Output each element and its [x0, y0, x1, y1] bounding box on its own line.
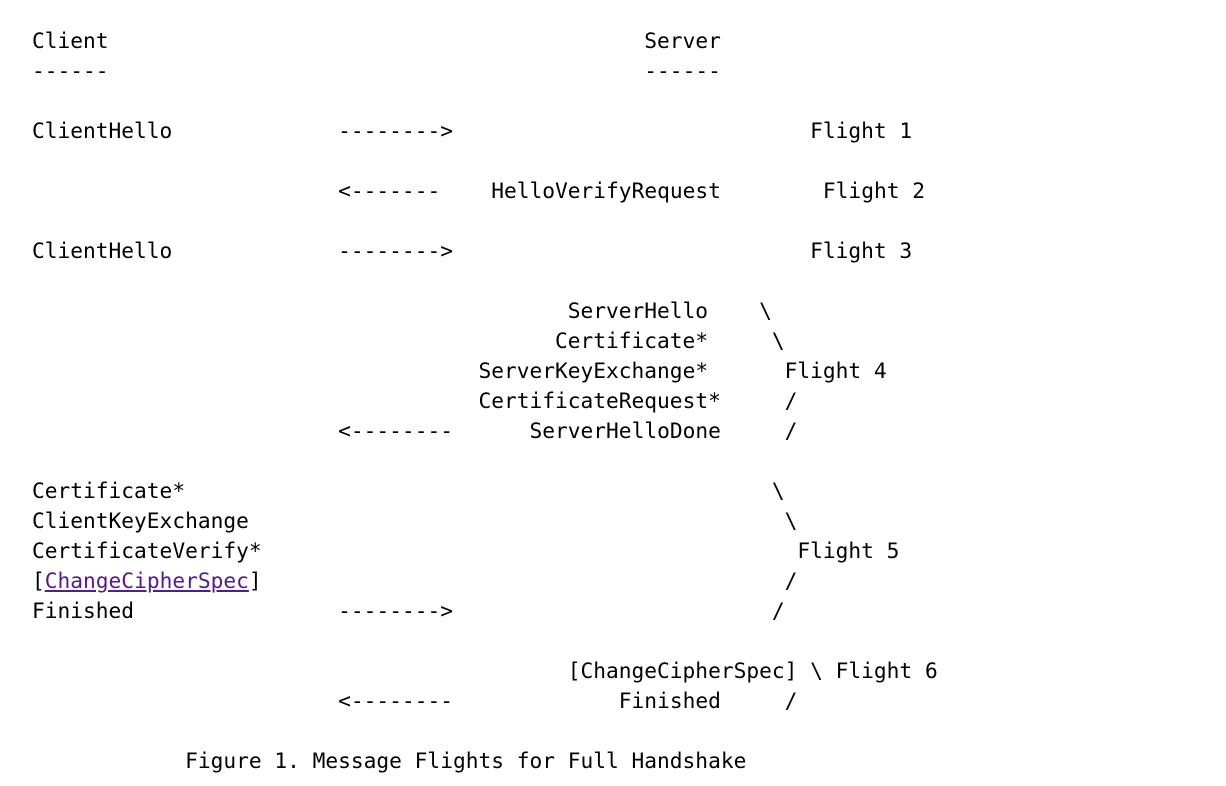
flight5-brace-4: / [771, 598, 785, 623]
flight1-arrow: --------> [338, 118, 453, 143]
flight5-message-4: [ChangeCipherSpec] [32, 568, 262, 593]
flight3-message: ClientHello [32, 238, 173, 263]
flight4-brace-1: \ [759, 298, 772, 323]
flight3-arrow: --------> [338, 238, 453, 263]
flight1-message: ClientHello [32, 118, 173, 143]
flight6-brace-1: \ [810, 658, 823, 683]
flight5-message-3: CertificateVerify* [32, 538, 262, 563]
flight6-message-2: Finished [618, 688, 721, 713]
flight4-message-1: ServerHello [567, 298, 709, 323]
server-header: Server [644, 28, 721, 53]
flight4-message-3: ServerKeyExchange* [478, 358, 709, 383]
client-header-rule: ------ [32, 58, 109, 83]
flight6-label: Flight 6 [835, 658, 938, 683]
change-cipher-spec-link[interactable]: ChangeCipherSpec [44, 568, 249, 593]
flight4-brace-3: / [784, 388, 798, 413]
flight4-arrow: <-------- [338, 418, 453, 443]
flight4-brace-2: \ [771, 328, 785, 353]
flight1-label: Flight 1 [810, 118, 913, 143]
flight4-message-2: Certificate* [555, 328, 709, 353]
server-header-rule: ------ [644, 58, 721, 83]
figure-caption: Figure 1. Message Flights for Full Hands… [32, 748, 747, 773]
flight4-message-5: ServerHelloDone [529, 418, 721, 443]
flight2-message: HelloVerifyRequest [491, 178, 721, 203]
flight5-label: Flight 5 [797, 538, 900, 563]
flight4-message-4: CertificateRequest* [478, 388, 721, 413]
flight5-brace-3: / [784, 568, 798, 593]
flight5-message-2: ClientKeyExchange [32, 508, 249, 533]
flight4-label: Flight 4 [784, 358, 887, 383]
flight5-message-1: Certificate* [32, 478, 186, 503]
flight5-arrow: --------> [338, 598, 453, 623]
ascii-diagram: Client Server ------ ------ ClientHello … [32, 26, 938, 716]
flight3-label: Flight 3 [810, 238, 913, 263]
flight2-label: Flight 2 [822, 178, 925, 203]
flight5-brace-1: \ [771, 478, 785, 503]
flight6-brace-2: / [784, 688, 798, 713]
flight6-message-1: [ChangeCipherSpec] [567, 658, 798, 683]
flight5-brace-2: \ [784, 508, 798, 533]
client-header: Client [32, 28, 109, 53]
flight6-arrow: <-------- [338, 688, 453, 713]
flight2-arrow: <------- [338, 178, 441, 203]
flight4-brace-4: / [784, 418, 798, 443]
flight5-message-5: Finished [32, 598, 135, 623]
